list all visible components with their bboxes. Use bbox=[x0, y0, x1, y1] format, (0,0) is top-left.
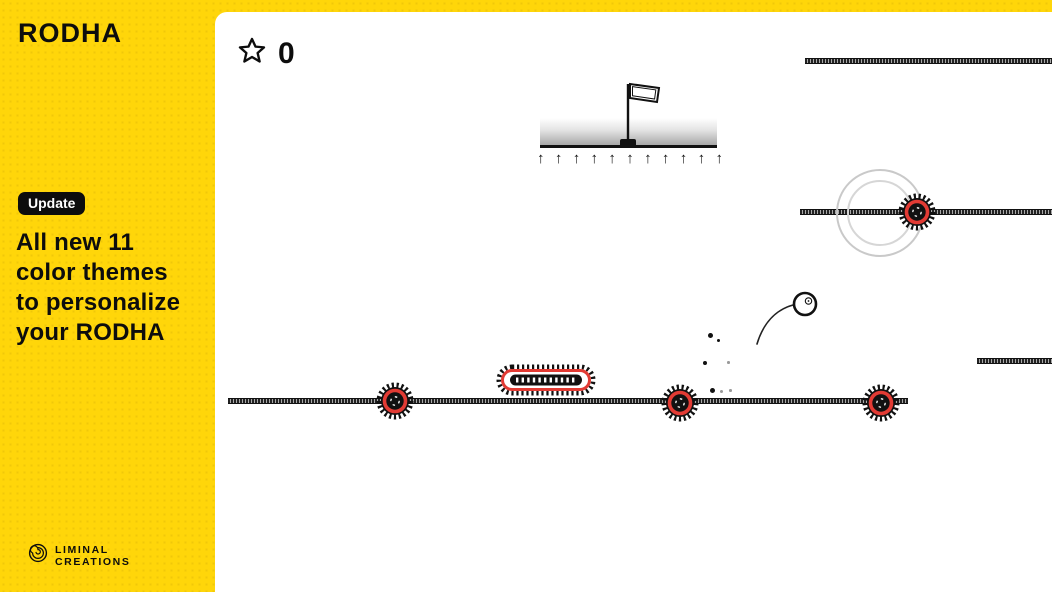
up-arrow-icon: ↑ bbox=[554, 150, 563, 167]
up-arrow-icon: ↑ bbox=[715, 150, 723, 167]
particle bbox=[717, 339, 720, 342]
score-value: 0 bbox=[278, 36, 295, 70]
player-ball bbox=[743, 276, 835, 355]
app-logo: RODHA bbox=[18, 18, 122, 48]
particle bbox=[703, 361, 707, 365]
gear-obstacle bbox=[861, 383, 901, 428]
headline-line: color themes bbox=[16, 259, 168, 286]
particle bbox=[720, 390, 723, 393]
up-arrow-icon: ↑ bbox=[572, 150, 581, 167]
gear-obstacle bbox=[897, 192, 937, 237]
headline-line: your RODHA bbox=[16, 319, 165, 346]
up-arrow-icon: ↑ bbox=[697, 150, 706, 167]
gear-obstacle bbox=[375, 381, 415, 426]
platform-top-right bbox=[805, 58, 1052, 64]
liminal-creations-logo: LIMINAL CREATIONS bbox=[28, 543, 130, 568]
platform-small-right bbox=[977, 358, 1052, 364]
score-display: 0 bbox=[237, 36, 295, 71]
up-arrow-icon: ↑ bbox=[537, 150, 545, 167]
capsule-obstacle bbox=[494, 361, 598, 404]
particle bbox=[729, 389, 732, 392]
platform-ground bbox=[228, 398, 908, 404]
particle bbox=[710, 388, 715, 393]
headline-line: to personalize bbox=[16, 289, 181, 316]
update-badge: Update bbox=[18, 192, 86, 215]
footer-line-1: LIMINAL bbox=[55, 543, 109, 556]
boost-arrows: ↑ ↑ ↑ ↑ ↑ ↑ ↑ ↑ ↑ ↑ ↑ bbox=[537, 151, 723, 166]
headline: All new 11 color themes to personalize y… bbox=[16, 228, 180, 348]
up-arrow-icon: ↑ bbox=[679, 150, 688, 167]
particle bbox=[708, 333, 713, 338]
headline-line: All new 11 bbox=[16, 229, 135, 256]
footer-line-2: CREATIONS bbox=[55, 555, 131, 568]
up-arrow-icon: ↑ bbox=[644, 150, 652, 167]
up-arrow-icon: ↑ bbox=[590, 150, 599, 167]
up-arrow-icon: ↑ bbox=[661, 150, 670, 167]
up-arrow-icon: ↑ bbox=[626, 150, 634, 167]
up-arrow-icon: ↑ bbox=[608, 150, 616, 167]
particle bbox=[727, 361, 730, 364]
spiral-icon bbox=[28, 543, 48, 568]
gear-obstacle bbox=[660, 383, 700, 428]
game-viewport[interactable]: 0 ↑ ↑ ↑ ↑ ↑ ↑ ↑ ↑ ↑ ↑ ↑ bbox=[215, 12, 1052, 592]
star-icon bbox=[237, 36, 267, 71]
flag-icon bbox=[613, 78, 673, 155]
